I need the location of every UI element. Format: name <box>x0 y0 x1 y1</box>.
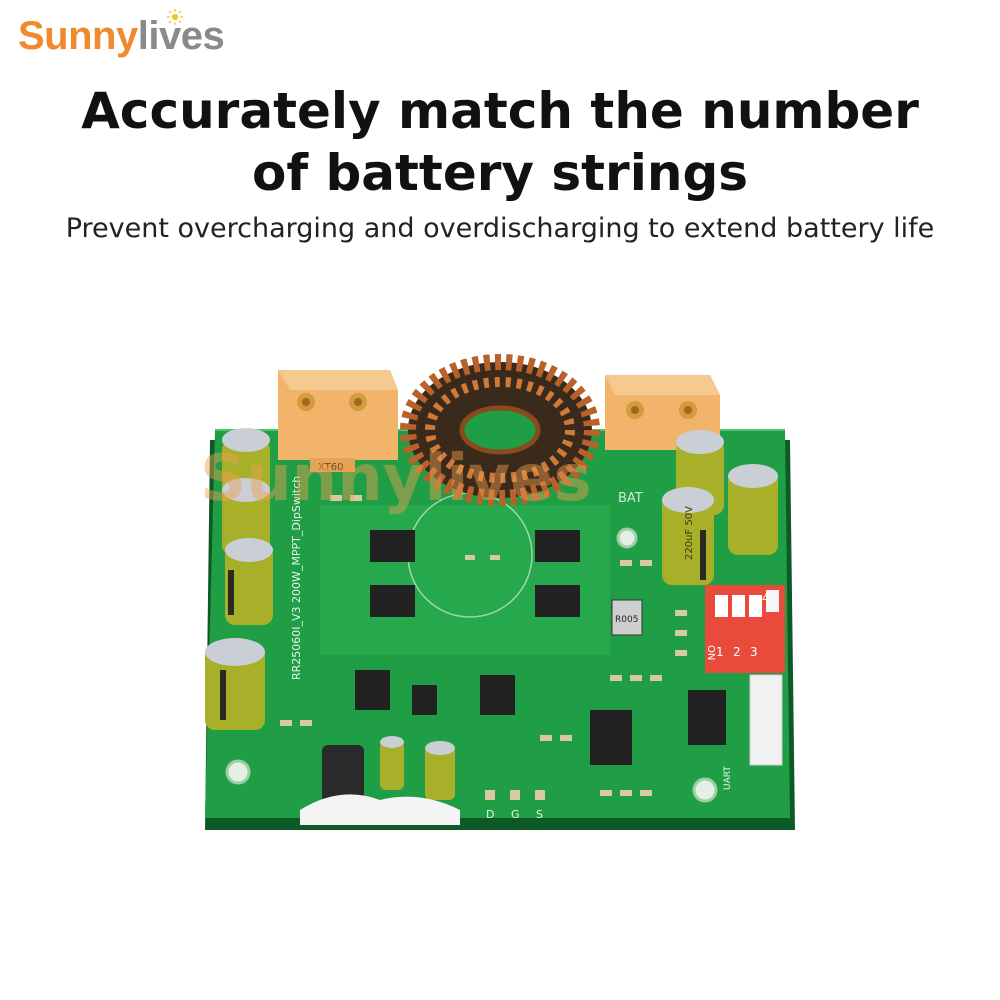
mosfets <box>355 530 726 765</box>
cap-label: 220uF 50V <box>684 506 695 560</box>
dip-number-1: 1 <box>716 645 724 659</box>
dip-on-label: ON <box>705 645 716 660</box>
uart-connector <box>749 674 783 766</box>
shunt-label: R005 <box>615 615 638 625</box>
pad-label-g: G <box>511 808 520 821</box>
small-inductor <box>322 745 364 805</box>
subheadline: Prevent overcharging and overdischarging… <box>65 213 935 244</box>
uart-label: UART <box>723 766 733 790</box>
dip-number-4: 4 <box>762 591 770 605</box>
headline-line2: of battery strings <box>251 144 749 202</box>
headline: Accurately match the number of battery s… <box>0 80 1000 204</box>
capacitors-right <box>662 430 778 585</box>
dip-number-3: 3 <box>750 645 758 659</box>
pad-label-d: D <box>486 808 494 821</box>
capacitors-left <box>205 428 273 730</box>
xt60-label: XT60 <box>318 462 344 473</box>
brand-logo: Sunnylives <box>18 8 225 59</box>
board-silkscreen: RR25060I_V3 200W_MPPT_DipSwitch <box>290 476 303 680</box>
pad-label-s: S <box>536 808 543 821</box>
dip-switch <box>705 585 785 673</box>
headline-line1: Accurately match the number <box>81 82 919 140</box>
brand-name-part1: Sunny <box>18 14 138 58</box>
shunt-resistor <box>611 599 643 636</box>
xt60-connector-left <box>278 370 398 472</box>
dip-number-2: 2 <box>733 645 741 659</box>
sun-icon <box>166 8 184 26</box>
bat-label: BAT <box>618 491 643 506</box>
toroidal-inductor <box>400 354 600 506</box>
watermark: Sunnylives <box>200 442 592 516</box>
brand-name-part2: lives <box>137 14 225 58</box>
mppt-controller-board-photo: XT60 BAT 220uF 50V <box>0 290 1000 870</box>
